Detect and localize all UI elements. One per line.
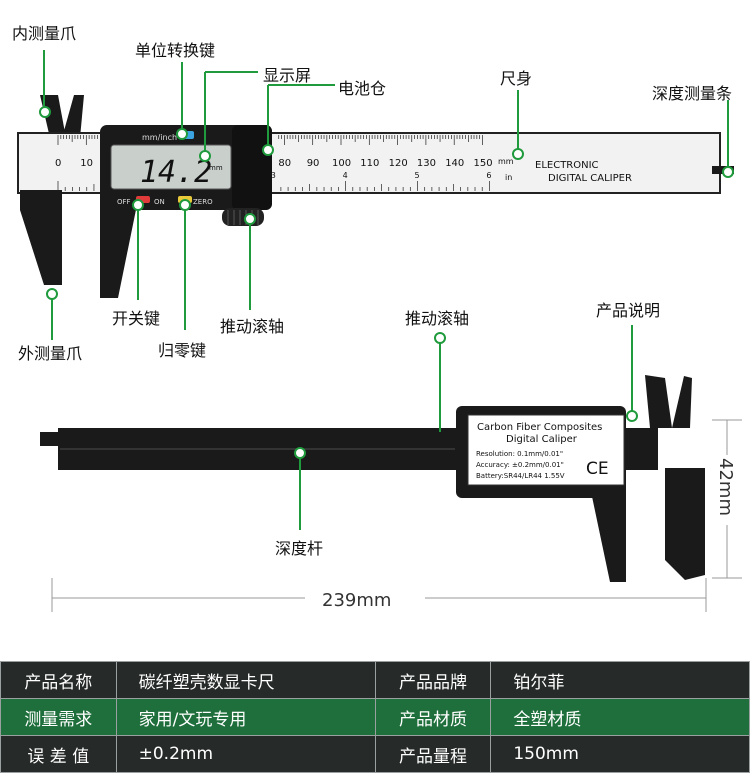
spec-row: 测量需求 家用/文玩专用 产品材质 全塑材质 bbox=[0, 698, 750, 736]
mm-tick-label: 10 bbox=[80, 158, 93, 169]
ruler-mm-unit: mm bbox=[498, 157, 514, 166]
unit-button-label: mm/inch bbox=[142, 133, 177, 142]
mm-tick-label: 100 bbox=[332, 158, 351, 169]
label-outer-jaw: 外测量爪 bbox=[18, 344, 83, 363]
label-thumb-roller-bottom: 推动滚轴 bbox=[405, 309, 470, 328]
label-inner-jaw: 内测量爪 bbox=[12, 24, 77, 43]
inner-jaw-fixed bbox=[40, 95, 66, 138]
spec-value: 150mm bbox=[490, 735, 750, 773]
outer-jaw-slider bbox=[100, 190, 140, 298]
inch-tick-label: 5 bbox=[415, 171, 420, 180]
back-jaw-lower-fixed bbox=[665, 468, 705, 580]
inch-tick-label: 4 bbox=[343, 171, 348, 180]
spec-key: 误 差 值 bbox=[0, 735, 117, 773]
spec-row: 误 差 值 ±0.2mm 产品量程 150mm bbox=[0, 735, 750, 773]
label-product-info: 产品说明 bbox=[596, 301, 661, 320]
back-label-title2: Digital Caliper bbox=[506, 434, 578, 445]
back-label-accuracy: Accuracy: ±0.2mm/0.01" bbox=[476, 461, 564, 469]
mm-tick-label: 140 bbox=[445, 158, 464, 169]
lcd-unit: mm bbox=[209, 164, 223, 172]
ruler-brand-line2: DIGITAL CALIPER bbox=[548, 173, 632, 184]
label-unit-switch-key: 单位转换键 bbox=[135, 41, 216, 60]
mm-tick-label: 90 bbox=[307, 158, 320, 169]
back-label-battery: Battery:SR44/LR44 1.55V bbox=[476, 472, 565, 480]
label-display-screen: 显示屏 bbox=[263, 66, 312, 85]
ce-mark: CE bbox=[586, 459, 609, 479]
zero-label: ZERO bbox=[193, 198, 213, 206]
spec-key: 产品量程 bbox=[374, 735, 492, 773]
length-dimension: 239mm bbox=[322, 590, 391, 611]
inner-jaw-slider bbox=[62, 95, 84, 138]
mm-tick-label: 120 bbox=[389, 158, 408, 169]
label-power-key: 开关键 bbox=[112, 309, 161, 328]
mm-tick-label: 80 bbox=[278, 158, 291, 169]
mm-tick-label: 130 bbox=[417, 158, 436, 169]
back-jaw-upper-slider bbox=[672, 376, 692, 428]
label-depth-rod: 深度杆 bbox=[275, 539, 324, 558]
label-battery-compartment: 电池仓 bbox=[338, 79, 387, 98]
off-label: OFF bbox=[117, 198, 131, 206]
mm-tick-label: 0 bbox=[55, 158, 61, 169]
spec-key: 产品材质 bbox=[374, 698, 492, 736]
callout-lines bbox=[43, 50, 729, 530]
height-dimension: 42mm bbox=[715, 458, 736, 516]
outer-jaw-fixed bbox=[20, 190, 62, 285]
spec-key: 产品品牌 bbox=[374, 661, 492, 699]
label-thumb-roller-top: 推动滚轴 bbox=[220, 317, 285, 336]
back-caliper: Carbon Fiber Composites Digital Caliper … bbox=[40, 375, 705, 582]
caliper-diagram: 0 10 80 90 100 110 120 130 140 150 3 4 5 6 ELECTRONIC… bbox=[17, 50, 742, 612]
inch-tick-label: 6 bbox=[486, 171, 491, 180]
label-ruler-body: 尺身 bbox=[500, 69, 533, 88]
spec-key: 产品名称 bbox=[0, 661, 117, 699]
back-jaw-upper-fixed bbox=[645, 375, 672, 428]
spec-value: 铂尔菲 bbox=[490, 661, 750, 699]
battery-cover bbox=[232, 125, 272, 210]
dimension-lines bbox=[51, 419, 742, 612]
back-label-title1: Carbon Fiber Composites bbox=[477, 422, 602, 433]
mm-tick-label: 110 bbox=[360, 158, 379, 169]
spec-value: ±0.2mm bbox=[115, 735, 376, 773]
spec-value: 碳纤塑壳数显卡尺 bbox=[115, 661, 376, 699]
spec-value: 家用/文玩专用 bbox=[115, 698, 376, 736]
spec-key: 测量需求 bbox=[0, 698, 117, 736]
back-label-resolution: Resolution: 0.1mm/0.01" bbox=[476, 450, 563, 458]
back-spec-label bbox=[467, 414, 625, 486]
spec-value: 全塑材质 bbox=[490, 698, 750, 736]
front-caliper: 0 10 80 90 100 110 120 130 140 150 3 4 5 6 ELECTRONIC… bbox=[17, 95, 734, 298]
lcd-reading: 14.2 bbox=[140, 155, 212, 190]
spec-row: 产品名称 碳纤塑壳数显卡尺 产品品牌 铂尔菲 bbox=[0, 661, 750, 699]
label-depth-bar-tip: 深度测量条 bbox=[652, 84, 733, 103]
label-zero-key: 归零键 bbox=[158, 341, 207, 360]
callout-dots bbox=[39, 106, 734, 459]
ruler-in-unit: in bbox=[505, 173, 512, 182]
on-label: ON bbox=[154, 198, 165, 206]
mm-tick-label: 150 bbox=[474, 158, 493, 169]
inch-tick-label: 3 bbox=[271, 171, 276, 180]
ruler-brand-line1: ELECTRONIC bbox=[535, 160, 599, 171]
spec-table: 产品名称 碳纤塑壳数显卡尺 产品品牌 铂尔菲 测量需求 家用/文玩专用 产品材质… bbox=[0, 661, 750, 773]
